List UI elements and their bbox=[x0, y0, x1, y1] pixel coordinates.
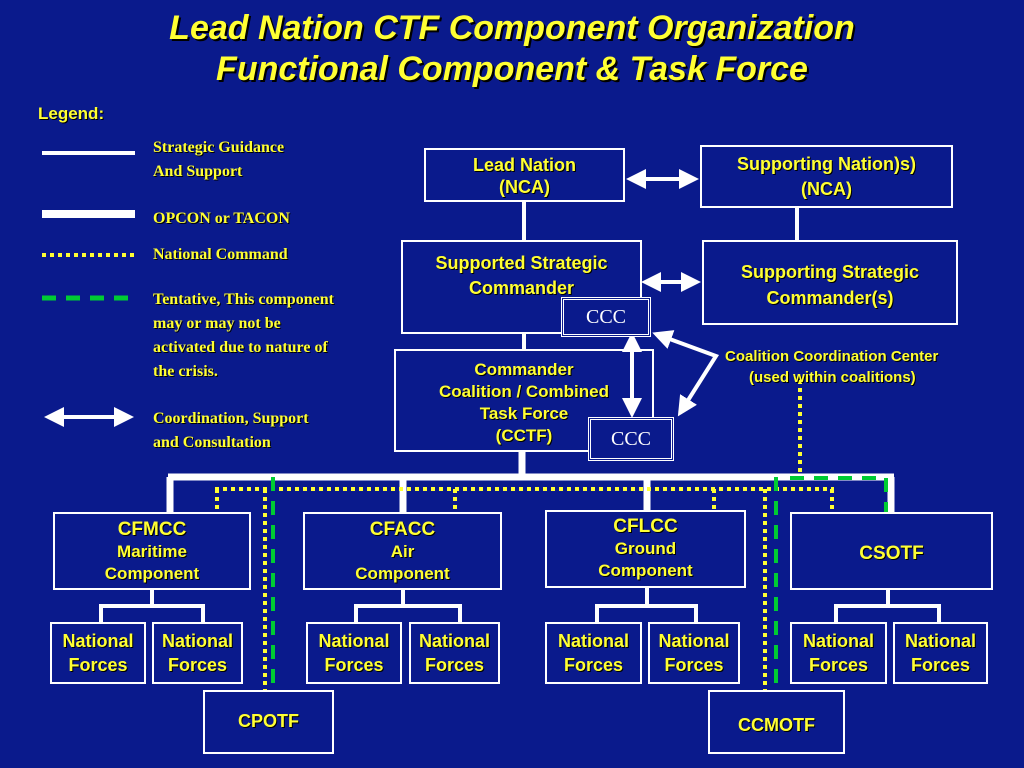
arrow-ccc-note bbox=[652, 330, 720, 417]
supporting-nations-box: Supporting Nation)s)(NCA) bbox=[700, 145, 953, 208]
ccc-bottom: CCC bbox=[588, 417, 674, 461]
csotf-box: CSOTF bbox=[790, 512, 993, 590]
ccc-top: CCC bbox=[561, 297, 651, 337]
cpotf-box: CPOTF bbox=[203, 690, 334, 754]
ccc-note: Coalition Coordination Center (used with… bbox=[725, 348, 939, 386]
legend-heading: Legend: bbox=[38, 104, 105, 123]
title-line-1: Lead Nation CTF Component Organization bbox=[169, 9, 855, 47]
legend-opcon-text: OPCON or TACON bbox=[153, 210, 290, 227]
lead-nation-box: Lead Nation(NCA) bbox=[424, 148, 625, 202]
page-title: Lead Nation CTF Component Organization F… bbox=[0, 8, 1024, 90]
title-line-2: Functional Component & Task Force bbox=[216, 49, 808, 88]
ccmotf-box: CCMOTF bbox=[708, 690, 845, 754]
legend-tentative-text: Tentative, This component may or may not… bbox=[153, 291, 334, 380]
legend-national-text: National Command bbox=[153, 246, 288, 263]
